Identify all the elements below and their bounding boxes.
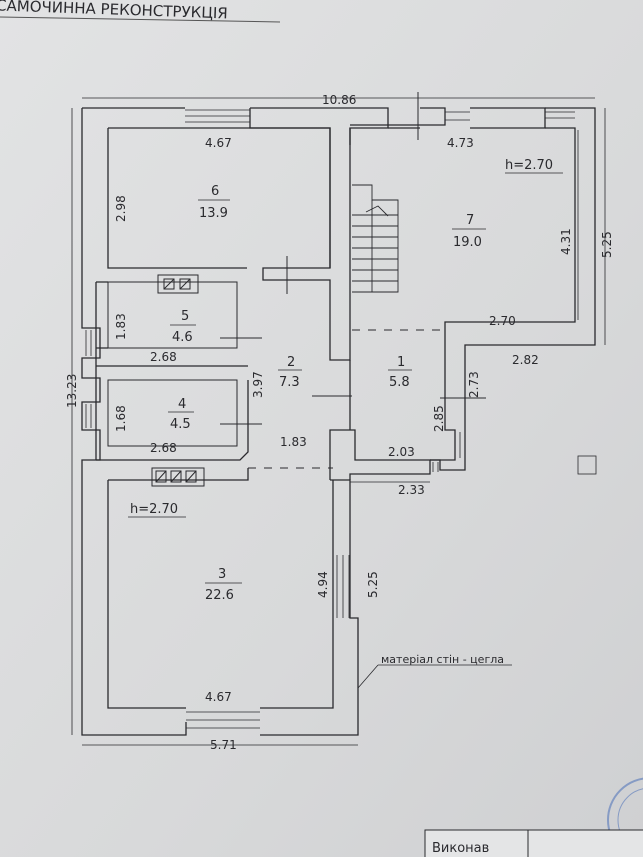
dim-right-height: 5.25 (600, 231, 614, 258)
ceiling-height-left: h=2.70 (130, 502, 178, 517)
room-2-number: 2 (287, 355, 295, 370)
dim-room5-width: 2.68 (150, 350, 177, 364)
dim-total-width: 10.86 (322, 93, 356, 107)
dim-room1-lower: 2.85 (432, 405, 446, 432)
room-7-area: 19.0 (453, 235, 482, 250)
dim-room2-width: 1.83 (280, 435, 307, 449)
dim-room6-width: 4.67 (205, 136, 232, 150)
staircase (352, 184, 399, 293)
dim-bottom-width: 5.71 (210, 738, 237, 752)
dim-room4-height: 1.68 (114, 405, 128, 432)
room-2-area: 7.3 (279, 375, 300, 390)
room-3-area: 22.6 (205, 588, 234, 603)
room-4-number: 4 (178, 397, 186, 412)
dim-room5-height: 1.83 (114, 313, 128, 340)
room-1-number: 1 (397, 355, 405, 370)
room-4-area: 4.5 (170, 417, 191, 432)
room-6-area: 13.9 (199, 206, 228, 221)
dim-room3-side: 5.25 (366, 571, 380, 598)
ceiling-height-right: h=2.70 (505, 158, 553, 173)
outer-walls (81, 107, 596, 736)
room-3-number: 3 (218, 567, 226, 582)
stamp-seal (607, 777, 643, 857)
room-1-area: 5.8 (389, 375, 410, 390)
room-5-number: 5 (181, 309, 189, 324)
dim-room7-width: 4.73 (447, 136, 474, 150)
dim-total-height: 13.23 (65, 374, 79, 408)
room-7-number: 7 (466, 213, 474, 228)
dim-room7-bottom: 2.70 (489, 314, 516, 328)
dim-porch-width: 2.33 (398, 483, 425, 497)
dim-room6-height: 2.98 (114, 195, 128, 222)
dim-room4-width: 2.68 (150, 441, 177, 455)
room-labels: 6 13.9 7 19.0 5 4.6 2 7.3 1 5.8 4 4.5 3 … (168, 184, 486, 603)
header-underline (0, 16, 281, 23)
room-6-number: 6 (211, 184, 219, 199)
windows (85, 109, 579, 729)
dimension-lines (71, 97, 606, 746)
dimension-labels: 10.86 4.67 4.73 2.70 2.82 2.68 2.68 1.83… (65, 93, 614, 752)
footer-table: Виконав (424, 829, 643, 857)
dim-room7-height: 4.31 (559, 228, 573, 255)
dim-room3-width: 4.67 (205, 690, 232, 704)
wall-material-note: матеріал стін - цегла (381, 653, 504, 666)
dim-room2-height: 3.97 (251, 371, 265, 398)
dim-room1-bottom: 2.03 (388, 445, 415, 459)
room-5-area: 4.6 (172, 330, 193, 345)
dim-room3-height: 4.94 (316, 571, 330, 598)
dim-room1-right: 2.82 (512, 353, 539, 367)
openings (220, 92, 486, 469)
footer-executed-by: Виконав (432, 841, 489, 856)
dim-room1-height: 2.73 (467, 371, 481, 398)
chimney-ducts (151, 274, 205, 487)
